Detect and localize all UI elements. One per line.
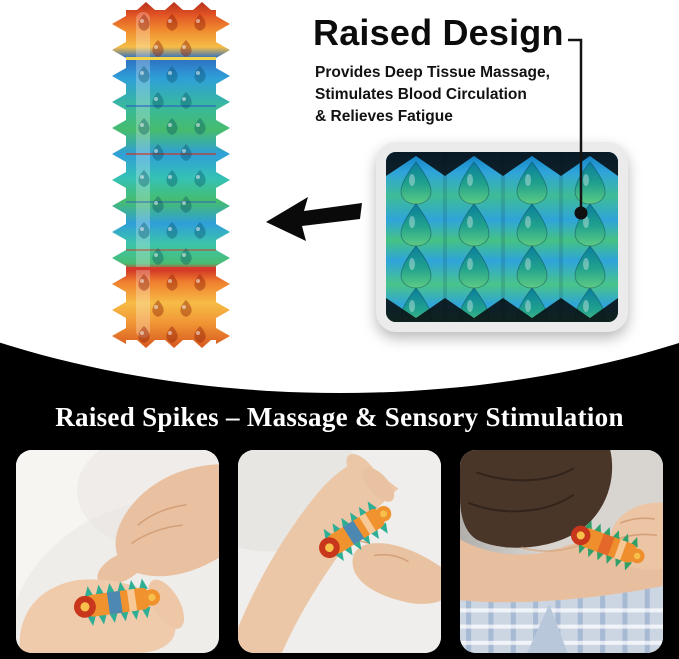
feature-description-line-1: Provides Deep Tissue Massage, (315, 64, 550, 81)
banner-title: Raised Spikes – Massage & Sensory Stimul… (55, 402, 624, 432)
photo-rolling-between-palms-graphic (16, 450, 219, 653)
feature-description: Provides Deep Tissue Massage, Stimulates… (315, 62, 550, 128)
massage-roller-graphic (112, 2, 230, 348)
photo-rolling-on-neck (460, 450, 663, 653)
photo-rolling-on-forearm-graphic (238, 450, 441, 653)
photo-rolling-between-palms (16, 450, 219, 653)
curved-divider (0, 330, 679, 393)
mini-roller (73, 578, 161, 626)
massage-roller-illustration (112, 2, 230, 348)
mini-roller (570, 520, 645, 571)
photo-rolling-on-neck-graphic (460, 450, 663, 653)
left-arrow-icon (266, 197, 362, 241)
feature-description-line-2: Stimulates Blood Circulation (315, 86, 527, 103)
feature-description-line-3: & Relieves Fatigue (315, 108, 453, 125)
photo-rolling-on-forearm (238, 450, 441, 653)
texture-closeup-panel (376, 142, 628, 332)
texture-closeup-graphic (386, 152, 618, 322)
feature-title: Raised Design (313, 12, 564, 53)
bottom-section: Raised Spikes – Massage & Sensory Stimul… (0, 330, 679, 659)
mini-roller (319, 501, 392, 562)
usage-photos (16, 450, 663, 653)
